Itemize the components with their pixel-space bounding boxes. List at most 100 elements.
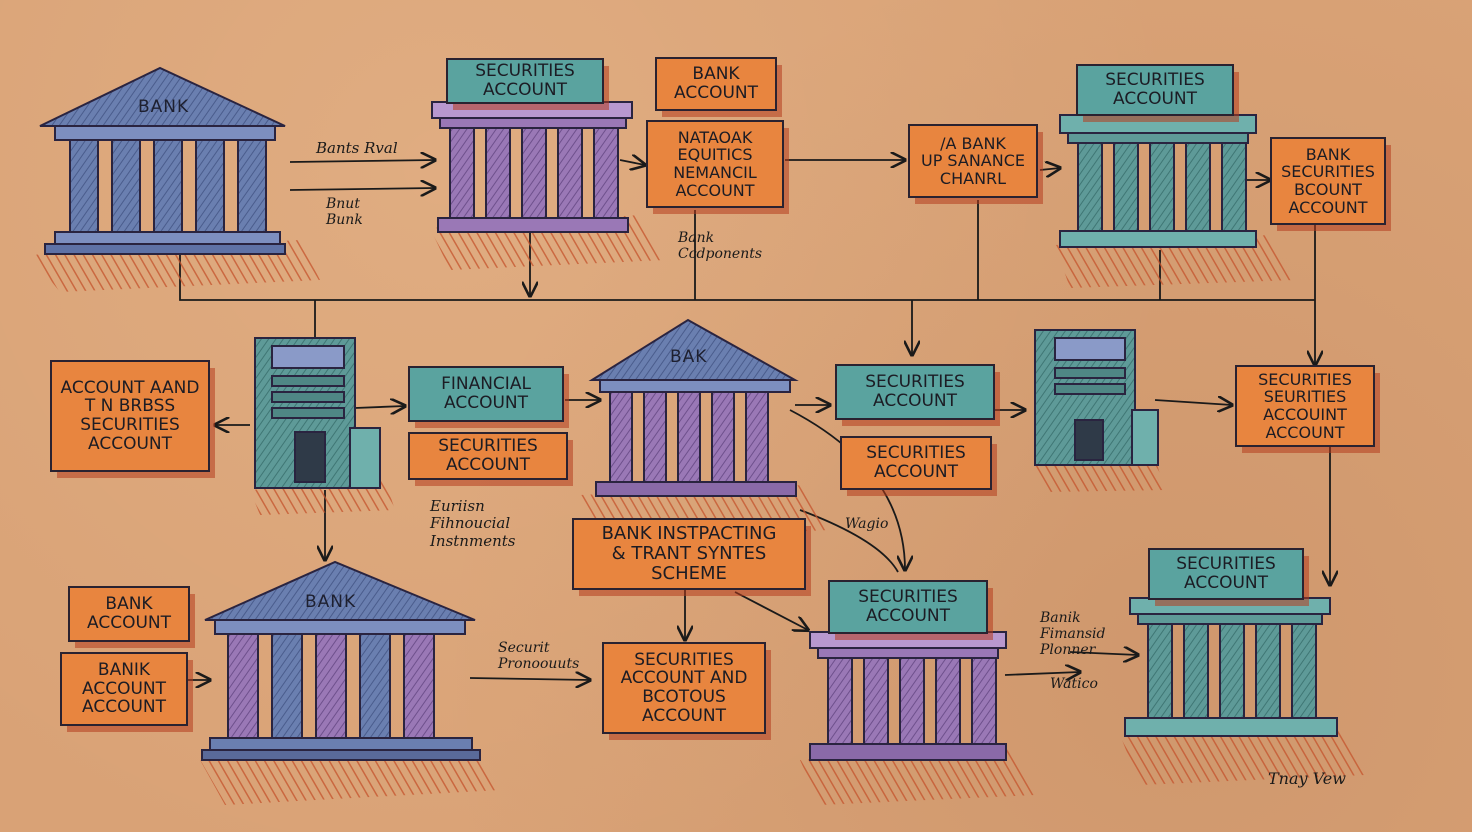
atm-machine-right: [1034, 329, 1159, 466]
note-line: Euriisn: [430, 497, 485, 515]
note-line: Bants Rval: [316, 139, 398, 157]
box-line: ACCOUNT AND: [620, 668, 748, 689]
bank-account-box-top: BANK ACCOUNT: [655, 57, 777, 111]
box-line: BANIK: [97, 659, 151, 680]
note-wagio: Wagio: [845, 516, 888, 532]
box-line: SCHEME: [651, 562, 727, 584]
note-line: Bunk: [326, 212, 363, 229]
box-line: ACCOUNT: [82, 697, 166, 718]
box-line: ACCOUNT: [1113, 89, 1197, 109]
note-line: Bnut: [326, 196, 360, 212]
box-line: SECURITIES: [865, 372, 965, 393]
securities-account-box-top-center: SECURITIES ACCOUNT: [446, 58, 604, 104]
box-line: SECURITIES: [1281, 162, 1375, 182]
note-financial-instruments: Euriisn Fihnoucial Instnments: [430, 497, 516, 550]
box-line: ACCOUNT: [1184, 573, 1268, 593]
note-watico: Watico: [1050, 676, 1098, 692]
box-line: ACCOUNT: [87, 613, 171, 633]
box-line: SECURITIES: [1105, 70, 1205, 91]
securities-account-box-bottom-center: SECURITIES ACCOUNT AND BCOTOUS ACCOUNT: [602, 642, 766, 734]
atm-machine-left: [254, 337, 381, 489]
box-line: ACCOUNT: [82, 678, 166, 699]
bank-building-bottom-right: [1124, 597, 1338, 737]
note-line: Instnments: [430, 531, 516, 550]
arrow: [1039, 168, 1060, 170]
arrow: [734, 591, 808, 630]
bank-building-bottom-left: [201, 560, 481, 761]
box-line: FINANCIAL: [441, 374, 531, 395]
bank-label-top-left: BANK: [138, 97, 190, 117]
artist-signature: Tnay Vew: [1268, 769, 1346, 788]
note-line: Fimansid: [1040, 626, 1106, 643]
box-line: SEURITIES: [1263, 387, 1347, 407]
box-line: SECURITIES: [866, 443, 966, 464]
bank-building-bottom-mid: [809, 631, 1007, 761]
box-line: ACCOUNT: [675, 180, 755, 200]
box-line: SECURITIES: [634, 649, 734, 670]
box-line: ACCOUNT: [1288, 197, 1368, 217]
arrow: [619, 160, 645, 165]
note-line: Fihnoucial: [430, 514, 511, 533]
box-line: NATAOAK: [677, 127, 753, 147]
box-line: BANK: [1305, 144, 1351, 164]
financial-account-box: FINANCIAL ACCOUNT: [408, 366, 564, 422]
box-line: ACCOUINT: [1263, 405, 1347, 424]
account-and-securities-box-left: ACCOUNT AAND T N BRBSS SECURITIES ACCOUN…: [50, 360, 210, 472]
note-bank-small: Bnut Bunk: [326, 196, 363, 228]
bank-building-center: [588, 318, 799, 497]
box-line: SECURITIES: [1176, 554, 1276, 575]
arrow: [1069, 652, 1138, 655]
box-line: SECURITIES: [858, 587, 958, 608]
securities-account-box-mid-right-teal: SECURITIES ACCOUNT: [835, 364, 995, 420]
box-line: SECURITIES: [1258, 369, 1352, 389]
box-line: /A BANK: [940, 133, 1006, 153]
note-line: Tnay Vew: [1268, 769, 1346, 788]
securities-account-box-far-right: SECURITIES SEURITIES ACCOUINT ACCOUNT: [1235, 365, 1375, 447]
box-line: BCOTOUS: [642, 687, 726, 707]
box-line: ACCOUNT: [88, 433, 172, 454]
note-securit-prono: Securit Pronoouuts: [498, 640, 579, 672]
box-line: ACCOUNT: [873, 391, 957, 411]
securities-account-box-bottom-right: SECURITIES ACCOUNT: [1148, 548, 1304, 600]
bank-account-box-bottom-left-2: BANIK ACCOUNT ACCOUNT: [60, 652, 188, 726]
box-line: ACCOUNT: [866, 606, 950, 626]
box-line: ACCOUNT: [446, 455, 530, 475]
securities-account-box-mid-left: SECURITIES ACCOUNT: [408, 432, 568, 480]
box-line: ACCOUNT AAND: [60, 377, 200, 398]
note-line: Wagio: [845, 516, 889, 532]
bank-label-bottom-left: BANK: [305, 592, 357, 612]
box-line: EQUITICS: [677, 145, 753, 165]
box-line: ACCOUNT: [1265, 422, 1345, 442]
garbled-account-box-top: NATAOAK EQUITICS NEMANCIL ACCOUNT: [646, 120, 784, 208]
bank-securities-box-right: BANK SECURITIES BCOUNT ACCOUNT: [1270, 137, 1386, 225]
arrow: [289, 160, 435, 162]
note-line: Watico: [1050, 676, 1098, 692]
note-line: Securit: [498, 640, 550, 656]
bank-building-top-center: [431, 101, 633, 233]
box-line: BANK: [692, 64, 740, 85]
arrow: [469, 678, 590, 680]
box-line: ACCOUNT: [483, 80, 567, 100]
box-line: CHANRL: [939, 168, 1007, 188]
box-line: & TRANT SYNTES: [611, 543, 767, 565]
bank-up-box-top: /A BANK UP SANANCE CHANRL: [908, 124, 1038, 198]
box-line: BANK INSTPACTING: [601, 523, 777, 545]
box-line: UP SANANCE: [920, 151, 1025, 171]
note-bank-components: Bank Ccdponents: [678, 230, 762, 262]
box-line: BANK: [105, 594, 153, 615]
box-line: T N BRBSS: [84, 396, 176, 417]
box-line: BCOUNT: [1294, 180, 1362, 199]
arrow: [1004, 672, 1080, 675]
box-line: ACCOUNT: [444, 393, 528, 413]
securities-account-box-top-right: SECURITIES ACCOUNT: [1076, 64, 1234, 116]
securities-account-box-mid-right-orange: SECURITIES ACCOUNT: [840, 436, 992, 490]
note-line: Pronoouuts: [498, 656, 580, 673]
bank-label-center: BAK: [670, 347, 708, 367]
note-line: Bank: [678, 230, 715, 246]
box-line: SECURITIES: [475, 61, 575, 82]
box-line: ACCOUNT: [674, 83, 758, 103]
box-line: SECURITIES: [438, 436, 538, 457]
arrow: [354, 406, 405, 408]
box-line: ACCOUNT: [642, 705, 726, 726]
